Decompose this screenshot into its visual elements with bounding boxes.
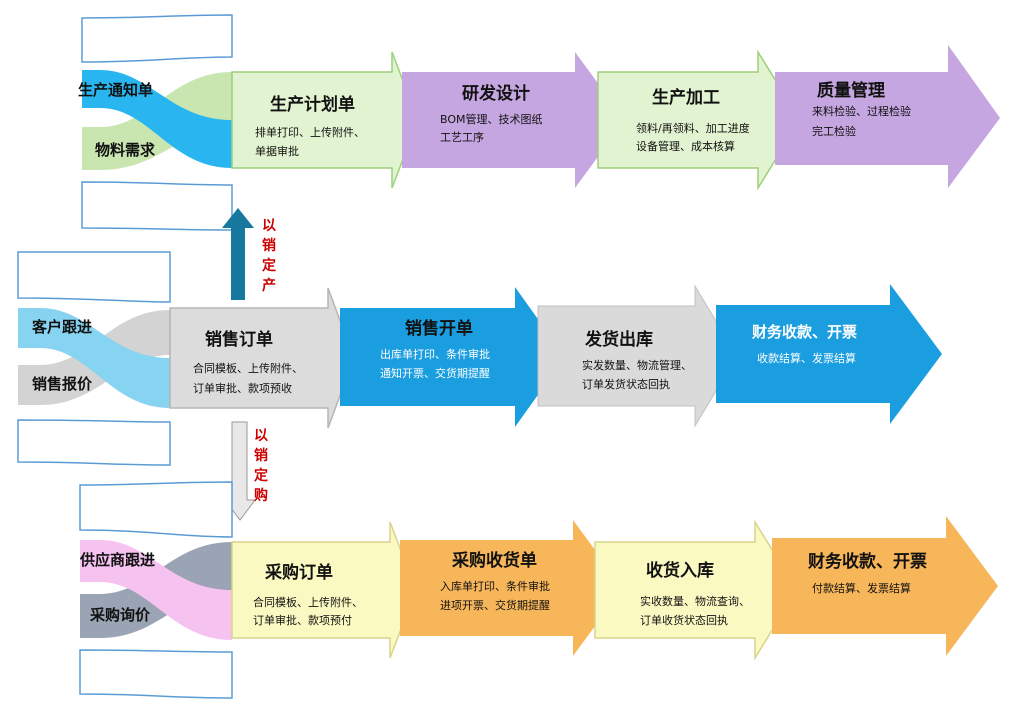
- sales-step-3-line-2: 订单发货状态回执: [582, 377, 670, 391]
- purchase-step-3-line-1: 实收数量、物流查询、: [640, 594, 750, 608]
- production-step-2-title: 研发设计: [462, 83, 530, 104]
- sales-step-4-title: 财务收款、开票: [752, 323, 857, 341]
- purchase-step-1-title: 采购订单: [264, 562, 333, 583]
- purchase-step-2-line-1: 入库单打印、条件审批: [440, 579, 550, 593]
- sales-tab-quote: 销售报价: [32, 375, 93, 393]
- sales-step-1-title: 销售订单: [205, 329, 273, 350]
- up-label-1: 以: [262, 218, 276, 234]
- production-step-3-title: 生产加工: [652, 87, 720, 108]
- sales-step-3-arrow: [537, 284, 738, 428]
- sales-bracket: [17, 251, 171, 466]
- production-step-3-line-2: 设备管理、成本核算: [636, 139, 735, 153]
- purchase-band-supplier: [80, 540, 232, 640]
- production-step-2-line-2: 工艺工序: [440, 130, 484, 144]
- purchase-step-1-arrow: [231, 521, 417, 659]
- sales-step-2-line-2: 通知开票、交货期提醒: [380, 366, 490, 380]
- production-step-1-arrow: [231, 51, 419, 189]
- sales-step-1-line-2: 订单审批、款项预收: [193, 381, 292, 395]
- sales-band-follow: [18, 308, 170, 408]
- production-row: 生产通知单 物料需求 生产计划单 排单打印、上传附件、 单据审批 研发设计 BO…: [78, 14, 1000, 231]
- link-sales-to-production: 以 销 定 产: [222, 208, 276, 300]
- purchase-step-4-arrow: [772, 516, 998, 656]
- purchase-bracket: [79, 481, 233, 699]
- sales-step-1-line-1: 合同模板、上传附件、: [193, 361, 303, 375]
- purchase-step-2-arrow: [400, 520, 623, 656]
- production-tab-material: 物料需求: [95, 141, 156, 159]
- purchase-step-3-line-2: 订单收货状态回执: [640, 613, 728, 627]
- up-label-2: 销: [262, 237, 276, 254]
- sales-step-2-title: 销售开单: [405, 318, 473, 339]
- production-tab-notice: 生产通知单: [78, 81, 153, 99]
- sales-step-3-line-1: 实发数量、物流管理、: [582, 358, 692, 372]
- sales-step-1-arrow: [169, 287, 355, 429]
- production-step-1-line-2: 单据审批: [255, 144, 299, 158]
- sales-step-4-arrow: [716, 284, 942, 424]
- production-step-1-title: 生产计划单: [270, 94, 355, 115]
- purchase-step-4-line-1: 付款结算、发票结算: [812, 581, 911, 595]
- down-label-4: 购: [254, 487, 268, 504]
- production-step-4-title: 质量管理: [817, 80, 885, 101]
- purchase-row: 供应商跟进 采购询价 采购订单 合同模板、上传附件、 订单审批、款项预付 采购收…: [79, 481, 998, 699]
- production-step-3-arrow: [597, 49, 801, 191]
- production-bracket: [81, 14, 233, 231]
- purchase-step-4-title: 财务收款、开票: [807, 551, 927, 572]
- down-label-3: 定: [254, 467, 268, 484]
- production-band-notice: [82, 70, 232, 168]
- production-step-4-arrow: [775, 45, 1000, 188]
- purchase-step-3-title: 收货入库: [646, 560, 714, 581]
- production-step-4-line-1: 来料检验、过程检验: [812, 104, 911, 118]
- sales-step-3-title: 发货出库: [584, 329, 653, 350]
- purchase-step-1-line-1: 合同模板、上传附件、: [253, 595, 363, 609]
- up-label-4: 产: [262, 277, 276, 294]
- production-step-2-line-1: BOM管理、技术图纸: [440, 112, 543, 126]
- up-label-3: 定: [262, 257, 276, 274]
- purchase-tab-inquiry: 采购询价: [89, 606, 151, 624]
- purchase-step-2-line-2: 进项开票、交货期提醒: [440, 598, 550, 612]
- purchase-step-3-arrow: [594, 519, 798, 661]
- purchase-step-2-title: 采购收货单: [451, 550, 537, 571]
- production-step-3-line-1: 领料/再领料、加工进度: [636, 121, 750, 135]
- production-step-4-line-2: 完工检验: [812, 124, 856, 138]
- down-label-1: 以: [254, 428, 268, 444]
- sales-step-2-line-1: 出库单打印、条件审批: [380, 347, 490, 361]
- up-arrow: [222, 208, 254, 300]
- purchase-step-1-line-2: 订单审批、款项预付: [253, 613, 352, 627]
- sales-step-4-line-1: 收款结算、发票结算: [757, 351, 856, 365]
- sales-tab-follow: 客户跟进: [31, 318, 92, 336]
- sales-row: 客户跟进 销售报价 销售订单 合同模板、上传附件、 订单审批、款项预收 销售开单…: [17, 251, 942, 466]
- purchase-tab-supplier: 供应商跟进: [79, 551, 155, 569]
- sales-step-2-arrow: [340, 287, 565, 427]
- down-label-2: 销: [254, 447, 268, 464]
- production-step-1-line-1: 排单打印、上传附件、: [255, 125, 365, 139]
- production-step-2-arrow: [402, 52, 625, 188]
